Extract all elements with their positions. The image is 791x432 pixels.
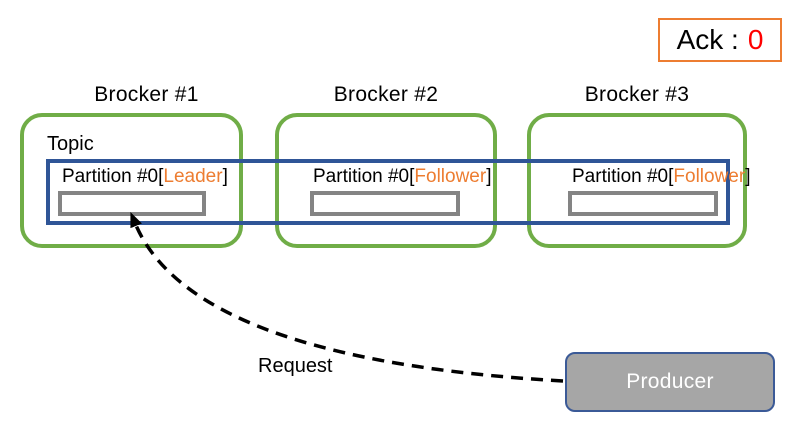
broker-3-box [527,113,747,248]
broker-1-title: Brocker #1 [94,83,199,106]
partition-2-bar [310,191,460,216]
producer-label: Producer [626,370,714,393]
partition-1-label: Partition #0[Leader] [62,165,228,189]
topic-label: Topic [47,133,94,155]
partition-1-name: Partition #0[ [62,166,164,187]
broker-2-title: Brocker #2 [333,83,439,106]
partition-2-label: Partition #0[Follower] [313,165,492,189]
partition-3-label: Partition #0[Follower] [572,165,751,189]
request-label: Request [258,355,333,377]
partition-1-bar [58,191,206,216]
ack-label: Ack : [676,24,739,55]
partition-2-role: Follower [414,166,487,187]
ack-badge: Ack : 0 [658,18,782,62]
ack-value: 0 [747,24,764,55]
partition-2-name: Partition #0[ [313,166,415,187]
partition-3-role: Follower [673,166,746,187]
partition-1-bracket-close: ] [222,166,228,187]
partition-3-bar [568,191,718,216]
partition-3-name: Partition #0[ [572,166,674,187]
partition-2-bracket-close: ] [486,166,492,187]
broker-3-title: Brocker #3 [584,83,690,106]
partition-3-bracket-close: ] [745,166,751,187]
partition-1-role: Leader [163,166,223,187]
broker-1-box [20,113,243,248]
producer-box: Producer [565,352,775,412]
